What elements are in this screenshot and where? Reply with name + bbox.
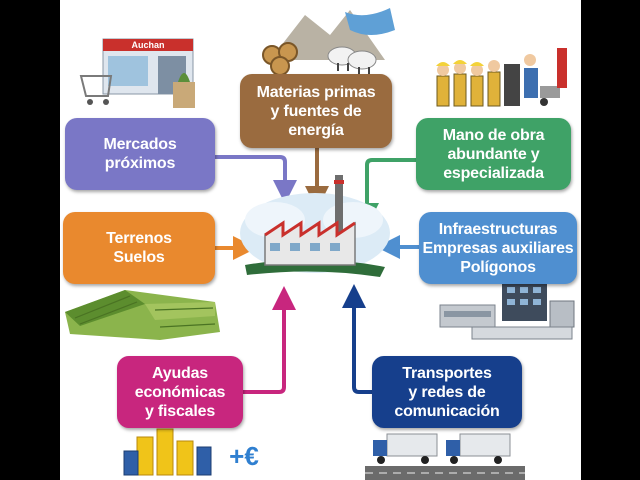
box-materias-line-2: y fuentes de: [270, 102, 362, 120]
box-mercados-line-1: Mercados: [103, 136, 177, 153]
box-terrenos-line-1: Terrenos: [106, 230, 172, 247]
arrow-transportes: [342, 284, 372, 394]
box-transportes-line-2: y redes de: [408, 383, 486, 401]
box-ayudas-line-2: económicas: [134, 383, 226, 401]
box-ayudas-economicas: Ayudas económicas y fiscales: [117, 356, 243, 428]
shop-sign-text: Auchan: [131, 40, 164, 50]
box-mano-de-obra: Mano de obra abundante y especializada: [416, 118, 571, 190]
box-materias-primas: Materias primas y fuentes de energía: [240, 74, 392, 148]
box-materias-line-3: energía: [288, 121, 344, 139]
box-infraestructuras: Infraestructuras Empresas auxiliares Pol…: [419, 212, 577, 284]
box-mano-obra-line-1: Mano de obra: [442, 126, 545, 144]
box-ayudas-line-1: Ayudas: [151, 364, 208, 382]
box-ayudas-line-3: y fiscales: [144, 402, 216, 420]
box-mano-obra-line-2: abundante y: [447, 145, 540, 163]
box-transportes: Transportes y redes de comunicación: [372, 356, 522, 428]
arrow-mercados: [215, 155, 297, 204]
diagram-canvas: Auchan: [60, 0, 581, 480]
box-terrenos-line-2: Suelos: [113, 249, 165, 266]
box-mercados-line-2: próximos: [104, 155, 176, 172]
trucks-illustration: [365, 433, 525, 480]
box-mercados-proximos: Mercados próximos: [65, 118, 215, 190]
box-transportes-line-3: comunicación: [394, 402, 500, 420]
shop-illustration: Auchan: [79, 38, 195, 108]
box-infraestructuras-line-1: Infraestructuras: [438, 220, 558, 238]
coins-illustration: +€: [123, 428, 259, 476]
arrow-ayudas: [243, 286, 296, 394]
fields-illustration: [65, 290, 220, 340]
box-infraestructuras-line-3: Polígonos: [460, 258, 536, 276]
factory-illustration: [240, 175, 390, 277]
box-mano-obra-line-3: especializada: [443, 164, 544, 182]
box-transportes-line-1: Transportes: [402, 364, 492, 382]
box-infraestructuras-line-2: Empresas auxiliares: [422, 239, 574, 257]
arrow-mano-obra: [355, 158, 416, 227]
raw-materials-illustration: [262, 8, 395, 76]
box-terrenos-suelos: Terrenos Suelos: [63, 212, 215, 284]
euro-sign: +€: [229, 441, 259, 471]
box-materias-line-1: Materias primas: [256, 83, 376, 101]
connector-arrows: [215, 148, 419, 394]
industrial-park-illustration: [439, 281, 575, 340]
workers-illustration: [436, 48, 567, 107]
